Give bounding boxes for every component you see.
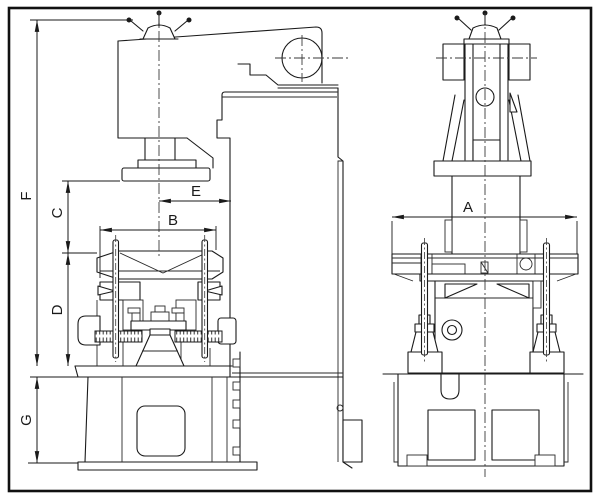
front-guide-rods (407, 238, 565, 374)
dim-label-f: F (18, 191, 35, 200)
base-window (491, 409, 540, 461)
side-view (30, 10, 363, 471)
clamp-finger (97, 285, 116, 296)
upper-die-plate (96, 250, 224, 280)
handle-knob (510, 15, 516, 21)
dim-E: E (159, 183, 231, 204)
base-window (136, 405, 186, 457)
dim-label-c: C (49, 207, 66, 218)
gusset (444, 283, 478, 299)
gusset (496, 283, 530, 299)
dim-label-d: D (49, 304, 66, 315)
base-window (427, 409, 476, 461)
die-set-side (77, 235, 237, 367)
dim-label-g: G (18, 414, 35, 426)
dim-label-a: A (463, 199, 473, 216)
front-view-head (433, 10, 537, 177)
side-view-base (30, 351, 344, 471)
front-view-base (382, 373, 584, 467)
side-view-column (216, 87, 363, 469)
punch-holder-flange (121, 167, 211, 182)
guide-rod (112, 239, 120, 359)
clamp-finger (204, 285, 223, 296)
handle-knob (186, 17, 192, 23)
bolster-hole (519, 257, 533, 271)
pillar-bolts (232, 358, 241, 456)
head-flange (433, 160, 532, 177)
base-u-slot (440, 373, 460, 400)
shoe-hole-outer (441, 319, 463, 341)
dim-G: G (18, 376, 88, 464)
ram-assembly (121, 137, 211, 182)
dim-F: F (18, 19, 133, 366)
guide-rod (201, 239, 209, 359)
side-view-head (117, 26, 348, 169)
dim-label-e: E (191, 183, 201, 200)
dim-D: D (49, 252, 71, 366)
column-bolt (336, 404, 344, 412)
dim-A: A (391, 199, 578, 254)
dim-label-b: B (168, 212, 178, 229)
die-cone (135, 334, 185, 367)
handle-knob (454, 15, 460, 21)
base-plate (77, 461, 258, 471)
dim-B: B (99, 212, 217, 278)
side-bracket-box (342, 419, 363, 463)
die-shoe (434, 280, 542, 374)
front-view (382, 10, 584, 477)
dimensions: F C D G E B A (18, 19, 578, 464)
shoe-hole-inner (446, 324, 458, 336)
clamp-bar-right (174, 330, 223, 343)
